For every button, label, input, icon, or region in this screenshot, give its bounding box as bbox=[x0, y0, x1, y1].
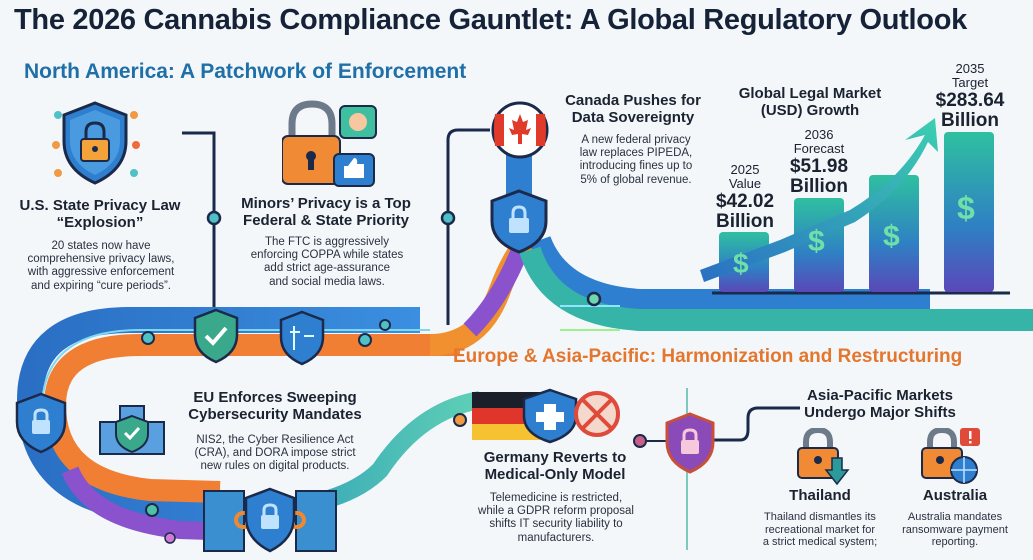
germany-heading-line2: Medical-Only Model bbox=[484, 465, 626, 483]
minors-card-heading: Minors’ Privacy is a Top Federal & State… bbox=[226, 195, 426, 230]
canada-heading-line2: Data Sovereignty bbox=[571, 108, 695, 126]
germany-heading-line1: Germany Reverts to bbox=[483, 449, 627, 466]
bar-kind: Value bbox=[728, 176, 762, 192]
thailand-body: Thailand dismantles its recreational mar… bbox=[748, 511, 892, 549]
dollar-icon: $ bbox=[883, 220, 900, 253]
page-title: The 2026 Cannabis Compliance Gauntlet: A… bbox=[14, 4, 967, 36]
us-card-heading: U.S. State Privacy Law “Explosion” bbox=[10, 197, 190, 232]
thailand-name: Thailand bbox=[789, 487, 851, 504]
australia-name: Australia bbox=[922, 487, 988, 504]
australia-body-line: reporting. bbox=[931, 536, 979, 549]
australia-body-line: Australia mandates bbox=[907, 511, 1003, 523]
eu-body-line: NIS2, the Cyber Resilience Act bbox=[196, 434, 354, 446]
bar-unit: Billion bbox=[715, 211, 775, 233]
apac-heading-line2: Undergo Major Shifts bbox=[804, 403, 956, 421]
thailand-body-line: recreational market for bbox=[764, 523, 876, 536]
shield-law-icon bbox=[279, 310, 325, 366]
eu-heading-line2: Cybersecurity Mandates bbox=[188, 405, 362, 423]
thailand-body-line: Thailand dismantles its bbox=[764, 511, 876, 523]
us-body-line: and expiring “cure periods”. bbox=[31, 279, 171, 292]
us-body-line: comprehensive privacy laws, bbox=[27, 253, 175, 266]
bar-amount: $42.02 bbox=[715, 190, 775, 212]
dollar-icon: $ bbox=[733, 248, 749, 279]
minors-body-line: The FTC is aggressively bbox=[265, 236, 389, 248]
padlock-down-arrow-icon bbox=[797, 428, 850, 486]
bar-unit: Billion bbox=[940, 110, 1000, 132]
chart-title: Global Legal Market (USD) Growth bbox=[738, 85, 882, 119]
fortress-chain-shield-icon bbox=[203, 487, 337, 553]
minors-card-body: The FTC is aggressively enforcing COPPA … bbox=[222, 236, 432, 289]
eu-heading-line1: EU Enforces Sweeping bbox=[193, 389, 357, 406]
canada-body-line: A new federal privacy bbox=[581, 134, 691, 146]
canada-heading-line1: Canada Pushes for bbox=[565, 92, 701, 109]
germany-card-heading: Germany Reverts to Medical-Only Model bbox=[455, 449, 655, 484]
bar-kind: Target bbox=[951, 75, 989, 91]
purple-shield-lock-icon bbox=[665, 412, 715, 474]
bar-unit: Billion bbox=[789, 176, 849, 198]
us-body-line: with aggressive enforcement bbox=[27, 266, 175, 279]
bar-year: 2025 bbox=[730, 162, 760, 177]
germany-flag-medical-cross-icon bbox=[472, 388, 620, 444]
minors-body-line: and social media laws. bbox=[269, 275, 385, 288]
germany-body-line: manufacturers. bbox=[517, 531, 595, 544]
minors-heading-line2: Federal & State Priority bbox=[243, 211, 409, 229]
bar-kind: Forecast bbox=[793, 141, 845, 157]
canada-flag-icon bbox=[491, 101, 549, 159]
eu-body-line: (CRA), and DORA impose strict bbox=[194, 447, 356, 460]
canada-shield-lock-icon bbox=[490, 189, 548, 254]
bar-label-2036: 2036 Forecast $51.98 Billion bbox=[786, 127, 852, 198]
us-card-body: 20 states now have comprehensive privacy… bbox=[8, 240, 194, 293]
minors-body-line: enforcing COPPA while states bbox=[250, 249, 404, 262]
apac-heading-line1: Asia-Pacific Markets bbox=[807, 387, 953, 404]
section-heading-europe-apac: Europe & Asia-Pacific: Harmonization and… bbox=[453, 346, 963, 367]
germany-body-line: shifts IT security liability to bbox=[489, 518, 623, 531]
eu-card-heading: EU Enforces Sweeping Cybersecurity Manda… bbox=[175, 389, 375, 424]
dollar-icon: $ bbox=[957, 190, 975, 226]
germany-body-line: while a GDPR reform proposal bbox=[478, 505, 634, 518]
padlock-globe-alert-icon bbox=[921, 428, 980, 484]
us-heading-line2: “Explosion” bbox=[56, 213, 144, 231]
bar-amount: $51.98 bbox=[789, 155, 849, 177]
canada-body-line: introducing fines up to bbox=[579, 160, 693, 173]
shield-check-icon bbox=[193, 308, 239, 364]
castle-shield-check-icon bbox=[99, 405, 165, 455]
germany-card-body: Telemedicine is restricted, while a GDPR… bbox=[456, 492, 656, 545]
bar-year: 2036 bbox=[804, 127, 834, 142]
us-body-line: 20 states now have bbox=[51, 240, 151, 252]
germany-body-line: Telemedicine is restricted, bbox=[489, 492, 623, 504]
shield-lock-icon bbox=[15, 392, 67, 454]
section-heading-north-america: North America: A Patchwork of Enforcemen… bbox=[24, 60, 467, 83]
thailand-body-line: a strict medical system; bbox=[762, 536, 878, 549]
minors-heading-line1: Minors’ Privacy is a Top bbox=[241, 195, 411, 212]
bar-label-2025: 2025 Value $42.02 Billion bbox=[712, 162, 778, 233]
australia-body: Australia mandates ransomware payment re… bbox=[890, 511, 1020, 549]
canada-card-body: A new federal privacy law replaces PIPED… bbox=[556, 134, 716, 187]
minors-body-line: add strict age-assurance bbox=[264, 262, 390, 275]
eu-body-line: new rules on digital products. bbox=[200, 460, 350, 473]
bar-year: 2035 bbox=[955, 61, 985, 76]
canada-body-line: law replaces PIPEDA, bbox=[579, 147, 693, 160]
bar-label-2035: 2035 Target $283.64 Billion bbox=[930, 61, 1010, 132]
australia-body-line: ransomware payment bbox=[902, 523, 1008, 536]
canada-card-heading: Canada Pushes for Data Sovereignty bbox=[548, 92, 718, 127]
padlock-chat-thumbsup-icon bbox=[282, 100, 377, 187]
shield-lock-circuit-icon bbox=[52, 101, 140, 185]
canada-body-line: 5% of global revenue. bbox=[580, 173, 692, 186]
us-heading-line1: U.S. State Privacy Law bbox=[19, 197, 181, 214]
apac-card-heading: Asia-Pacific Markets Undergo Major Shift… bbox=[795, 387, 965, 422]
eu-card-body: NIS2, the Cyber Resilience Act (CRA), an… bbox=[172, 434, 378, 474]
bar-amount: $283.64 bbox=[935, 89, 1005, 111]
dollar-icon: $ bbox=[808, 225, 825, 258]
